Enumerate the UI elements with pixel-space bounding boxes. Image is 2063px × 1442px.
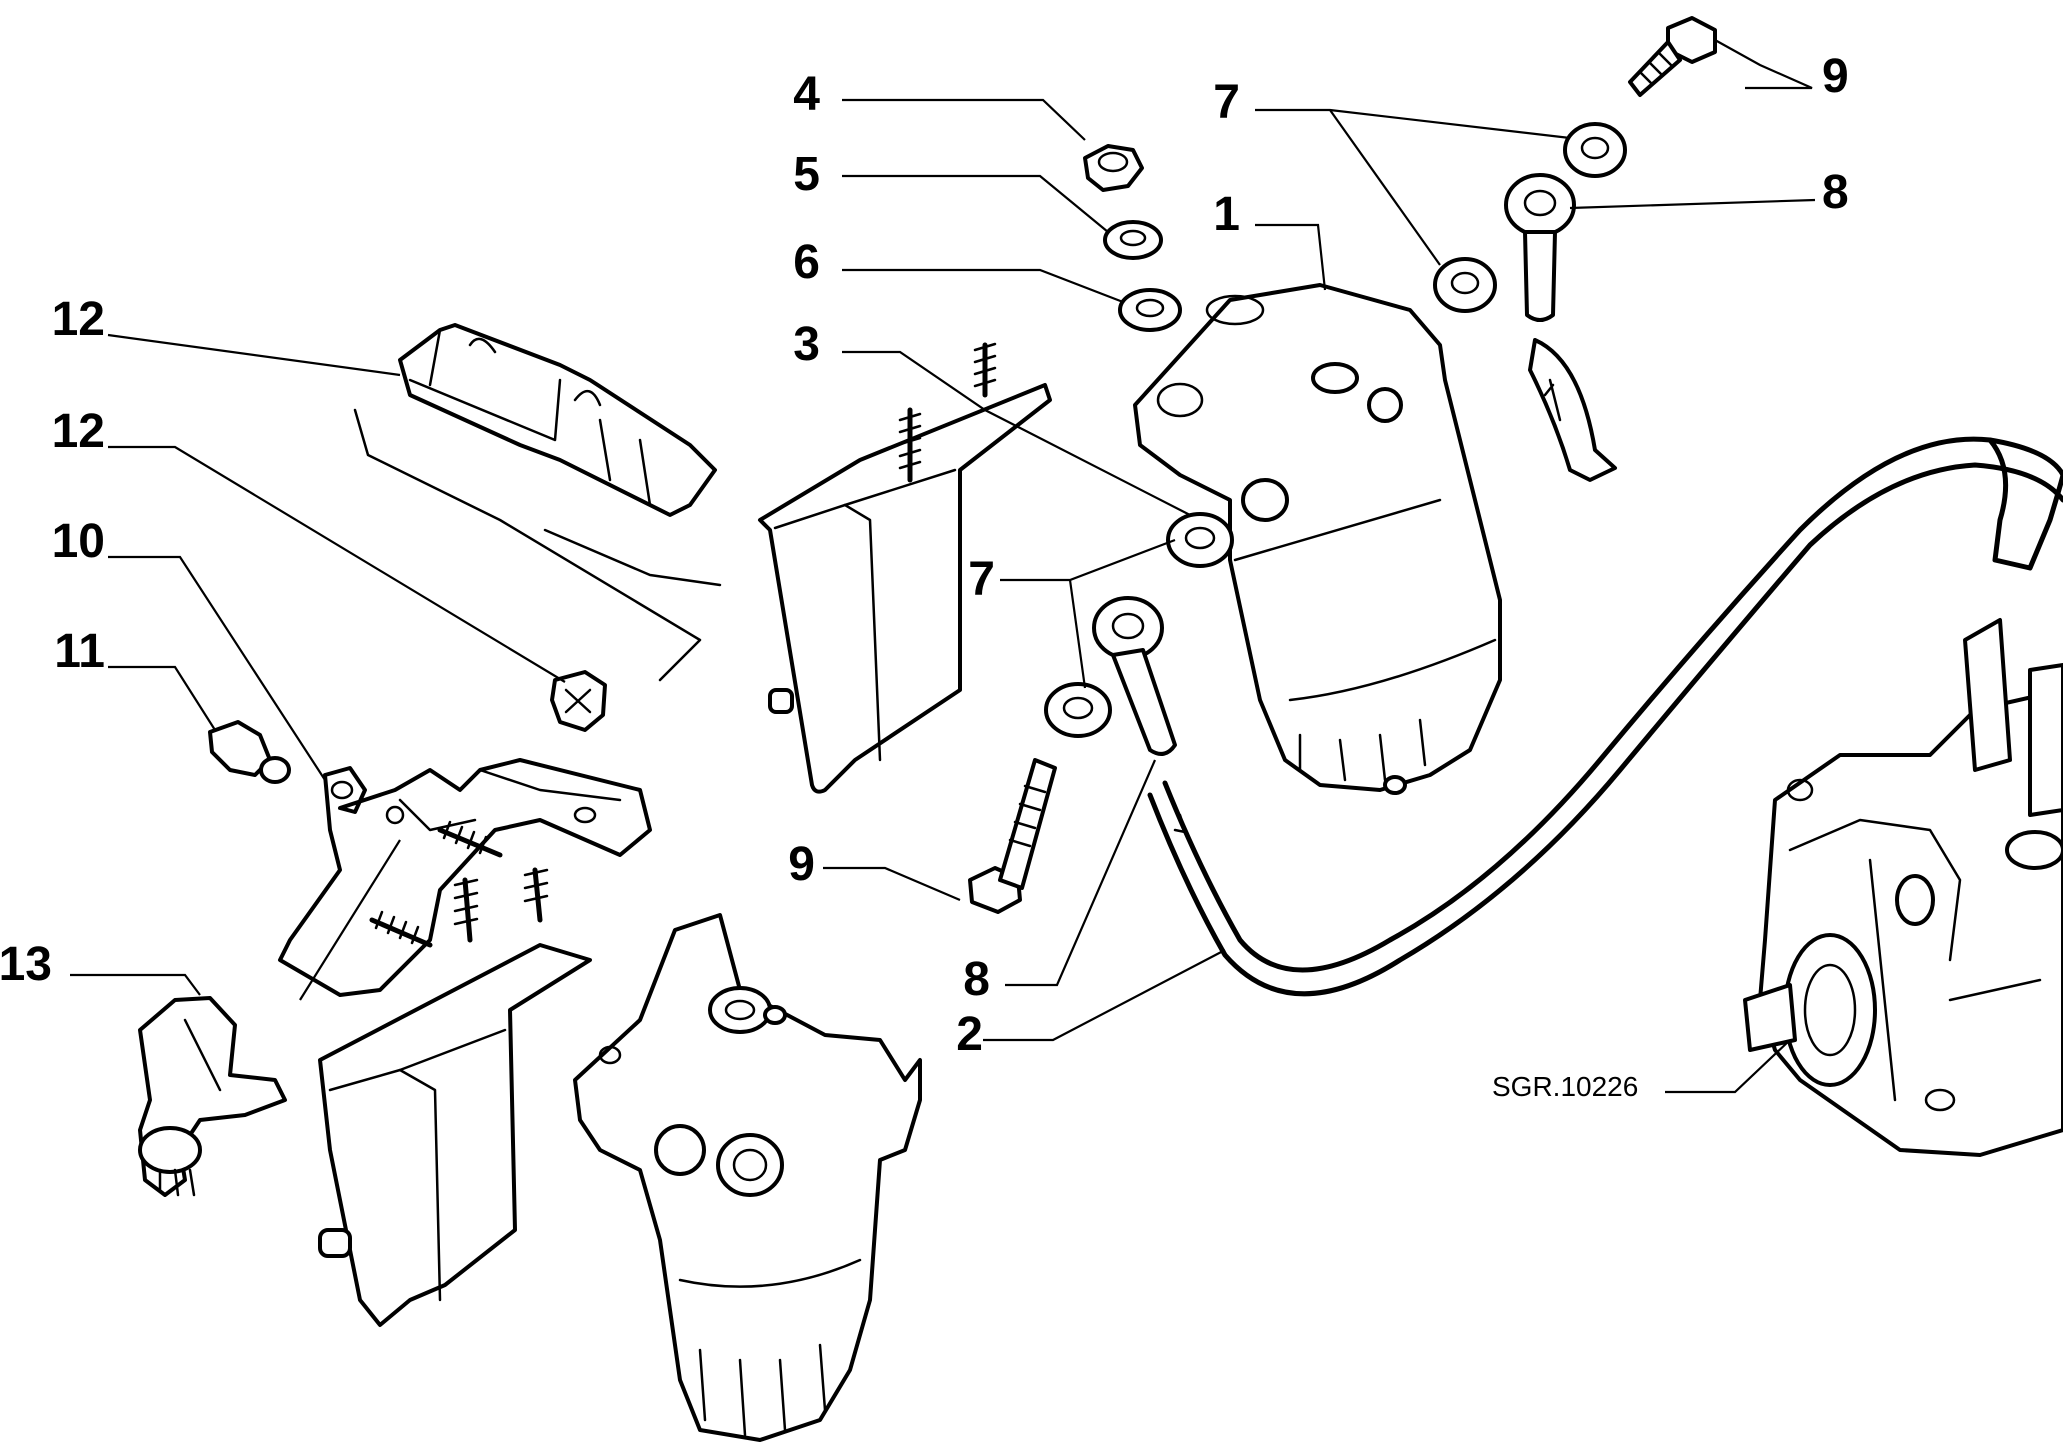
callout-1: 1 (1213, 188, 1240, 241)
callout-7-lower: 7 (968, 553, 995, 606)
spring-washer-part-5 (1103, 220, 1163, 260)
fuel-filter-part-1 (1133, 283, 1502, 795)
banjo-fittings-part-8 (1092, 173, 1576, 756)
injection-pump (1743, 618, 2063, 1157)
callout-8-upper: 8 (1822, 166, 1849, 219)
washer-part-6 (1118, 288, 1182, 332)
bracket-part-10 (278, 758, 652, 997)
callout-12-upper: 12 (52, 405, 105, 458)
banjo-bolts-part-9 (968, 16, 1717, 914)
reference-code: SGR.10226 (1492, 1071, 1638, 1102)
callout-4: 4 (793, 68, 820, 121)
callout-13: 13 (0, 938, 52, 991)
connector-part-13 (138, 996, 287, 1197)
callout-5: 5 (793, 148, 820, 201)
leader-lines (70, 39, 1816, 1094)
callout-6: 6 (793, 236, 820, 289)
clips-part-12 (208, 670, 607, 784)
bracket-part-3 (758, 342, 1052, 794)
callout-9-upper: 9 (1822, 50, 1849, 103)
sealing-washers-part-7 (1044, 122, 1627, 738)
callout-3: 3 (793, 318, 820, 371)
fuel-hose-part-2 (1147, 338, 2063, 997)
nut-part-4 (1083, 144, 1144, 192)
callout-7-upper: 7 (1213, 76, 1240, 129)
callout-12-lower: 11 (54, 625, 105, 678)
clip-part-11 (353, 323, 722, 682)
callout-9-lower: 9 (788, 838, 815, 891)
callout-2: 2 (956, 1008, 983, 1061)
callout-labels: 4 5 6 3 1 7 9 8 7 9 8 2 12 12 10 11 13 S… (0, 50, 1849, 1102)
alt-fuel-filter (573, 913, 922, 1442)
callout-11: 12 (52, 293, 105, 346)
alt-bracket (318, 867, 592, 1327)
callout-10: 10 (52, 515, 105, 568)
callout-8-lower: 8 (963, 953, 990, 1006)
